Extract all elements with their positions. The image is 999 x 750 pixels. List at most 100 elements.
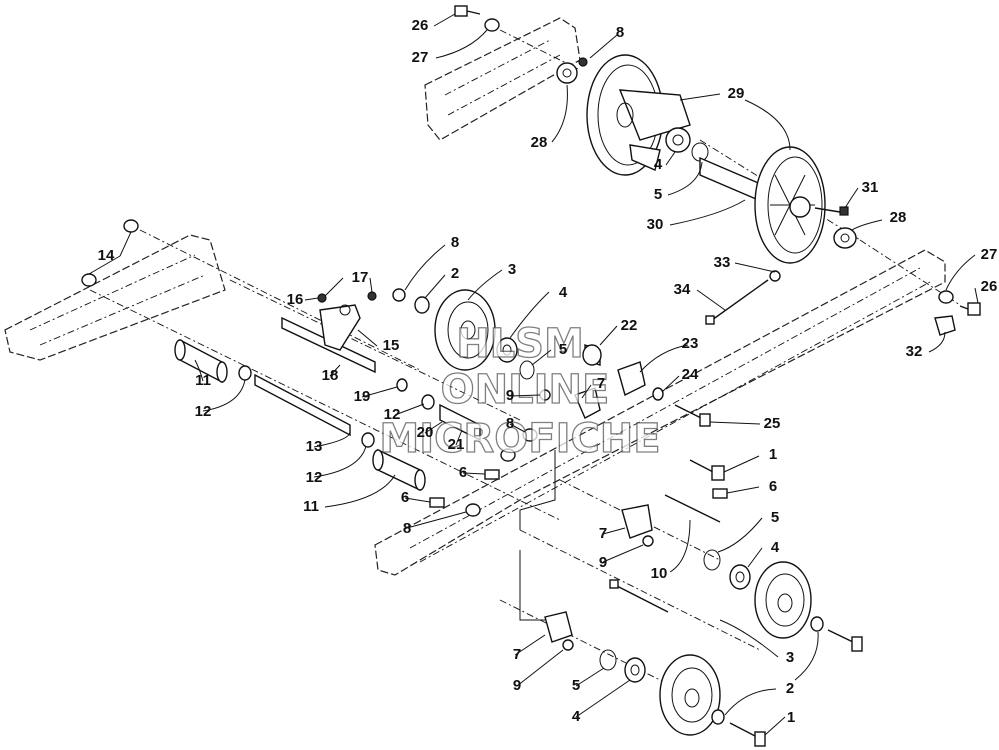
shaft-13 xyxy=(254,373,351,437)
nut-9-mid xyxy=(642,535,654,547)
idler-wheel-3-bottom xyxy=(659,654,721,736)
callout-6-right: 6 xyxy=(769,478,777,495)
washer-24 xyxy=(652,387,664,401)
bolt-26-right xyxy=(959,302,981,316)
callout-5-low: 5 xyxy=(771,509,779,526)
callout-22: 22 xyxy=(621,317,638,334)
callout-31: 31 xyxy=(862,179,879,196)
callout-9-top: 9 xyxy=(506,387,514,404)
callout-34: 34 xyxy=(674,281,691,298)
bearing-4-mid xyxy=(496,337,518,363)
callout-5-bottom: 5 xyxy=(572,677,580,694)
callout-14: 14 xyxy=(98,247,115,264)
callout-12-mid: 12 xyxy=(384,406,401,423)
upper-rail-outline xyxy=(424,17,581,141)
nut-8-top xyxy=(578,57,588,67)
bracket-23 xyxy=(617,361,646,397)
callout-8-left: 8 xyxy=(403,520,411,537)
callout-4-bottom: 4 xyxy=(572,708,581,725)
nut-8-mid xyxy=(392,288,406,302)
callout-5-top: 5 xyxy=(654,186,662,203)
nuts-8-left xyxy=(465,428,538,517)
bearing-4-low xyxy=(729,564,751,590)
bolt-1-bottom xyxy=(729,722,766,747)
callout-33: 33 xyxy=(714,254,731,271)
callout-9-low: 9 xyxy=(513,677,521,694)
callout-27-top: 27 xyxy=(412,49,429,66)
bearing-4-bottom xyxy=(624,657,646,683)
nuts-14 xyxy=(81,219,139,287)
spacer-11-lower xyxy=(372,448,426,492)
callout-labels: 26 27 8 29 28 4 5 30 31 28 14 8 2 3 17 1… xyxy=(98,17,998,726)
callout-8-mid: 8 xyxy=(451,234,459,251)
watermark-line-2: ONLINE xyxy=(441,367,610,413)
spacer-20 xyxy=(439,403,481,442)
nut-9-low xyxy=(562,639,574,651)
right-rail-outline xyxy=(374,249,946,576)
callout-4-top: 4 xyxy=(654,156,663,173)
callout-8-top: 8 xyxy=(616,24,624,41)
left-rail-outline xyxy=(4,234,226,361)
callout-3-bottom: 3 xyxy=(786,649,794,666)
washer-12-mid xyxy=(421,394,435,410)
bolt-long-mid xyxy=(664,494,721,523)
bearing-4-top xyxy=(665,127,691,153)
washer-low-right xyxy=(810,616,824,632)
callout-12-upper: 12 xyxy=(195,403,212,420)
washer-12-left xyxy=(238,365,252,381)
callout-1-mid: 1 xyxy=(769,446,777,463)
callout-6-left: 6 xyxy=(401,489,409,506)
snap-ring-5-bottom xyxy=(599,649,617,671)
bolt-31 xyxy=(814,206,849,216)
washer-19 xyxy=(396,378,408,392)
washer-27-top xyxy=(484,18,500,32)
watermark-line-1: HLSM xyxy=(456,321,584,367)
bolts-6-left xyxy=(429,469,500,508)
nut-33 xyxy=(769,270,781,282)
callout-12-lower: 12 xyxy=(306,469,323,486)
callout-17: 17 xyxy=(352,269,369,286)
washer-2-mid xyxy=(414,296,430,314)
cap-32 xyxy=(934,315,956,336)
washer-2-bottom xyxy=(711,709,725,725)
callout-10: 10 xyxy=(651,565,668,582)
callout-28-top: 28 xyxy=(531,134,548,151)
leader-lines xyxy=(88,13,979,736)
callout-15: 15 xyxy=(383,337,400,354)
nut-6-mid xyxy=(712,488,728,499)
callout-7-low: 7 xyxy=(513,646,521,663)
callout-1-bottom: 1 xyxy=(787,709,795,726)
callout-2-mid: 2 xyxy=(451,265,459,282)
bolt-low-right xyxy=(827,629,863,652)
washer-27-right xyxy=(938,290,954,304)
idler-wheel-3-mid xyxy=(754,561,812,639)
callout-5-mid: 5 xyxy=(559,341,567,358)
callout-26-right: 26 xyxy=(981,278,998,295)
callout-2-bottom: 2 xyxy=(786,680,794,697)
callout-20: 20 xyxy=(417,424,434,441)
arm-15 xyxy=(317,291,377,351)
watermark-line-3: MICROFICHE xyxy=(379,416,660,462)
drive-sprocket-29 xyxy=(586,54,691,176)
bolt-10 xyxy=(609,579,669,613)
callout-3-top: 3 xyxy=(508,261,516,278)
bracket-7-top xyxy=(574,387,601,419)
callout-26-top: 26 xyxy=(412,17,429,34)
callout-7-top: 7 xyxy=(597,375,605,392)
nut-28-right xyxy=(833,227,857,249)
spacer-22 xyxy=(582,344,602,366)
callout-6-mid: 6 xyxy=(459,464,467,481)
callout-23: 23 xyxy=(682,335,699,352)
callout-24: 24 xyxy=(682,366,699,383)
bolt-34 xyxy=(705,279,769,325)
snap-ring-5-low xyxy=(703,549,721,571)
nut-28-top xyxy=(556,62,578,84)
callout-11-lower: 11 xyxy=(303,498,319,515)
bolt-1-mid xyxy=(689,459,725,481)
callout-13: 13 xyxy=(306,438,323,455)
callout-25: 25 xyxy=(764,415,781,432)
callout-9-mid: 9 xyxy=(599,554,607,571)
callout-7-mid: 7 xyxy=(599,525,607,542)
callout-29: 29 xyxy=(728,85,745,102)
